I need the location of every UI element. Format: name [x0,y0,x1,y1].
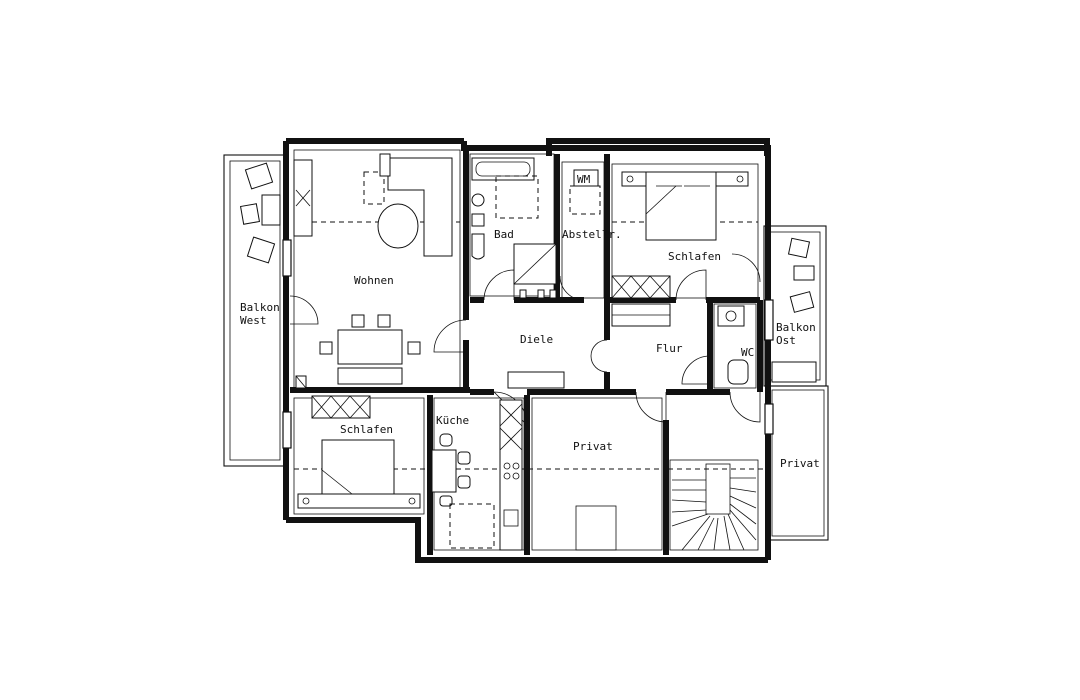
diele-fixtures [507,371,565,389]
outer-walls [283,138,771,563]
label-bad: Bad [494,228,514,241]
label-balkon-ost-2: Ost [776,334,796,347]
flur-fixtures [611,303,749,385]
label-wm: WM [577,173,591,186]
label-balkon-west-1: Balkon [240,301,280,314]
label-privat-east: Privat [780,457,820,470]
abstellraum-fixtures [569,169,601,215]
label-flur: Flur [656,342,683,355]
privat-center-fixtures [575,505,617,551]
schlafen-sw-furniture [295,375,421,509]
interior-walls [290,148,763,555]
label-diele: Diele [520,333,553,346]
windows [282,239,774,449]
label-wohnen: Wohnen [354,274,394,287]
label-privat-center: Privat [573,440,613,453]
label-balkon-west-2: West [240,314,267,327]
label-schlafen-sw: Schlafen [340,423,393,436]
schlafen-ne-furniture [611,171,749,299]
wohnen-furniture [293,153,453,385]
room-outlines [293,149,759,551]
label-wc: WC [741,346,754,359]
label-balkon-ost-1: Balkon [776,321,816,334]
balcony-east [763,225,827,387]
label-schlafen-ne: Schlafen [668,250,721,263]
label-kueche: Küche [436,414,469,427]
bad-fixtures [471,157,557,299]
staircase [669,459,759,551]
label-abstellr: Abstellr. [562,228,622,241]
kueche-furniture [431,399,523,551]
balcony-west [223,154,287,467]
